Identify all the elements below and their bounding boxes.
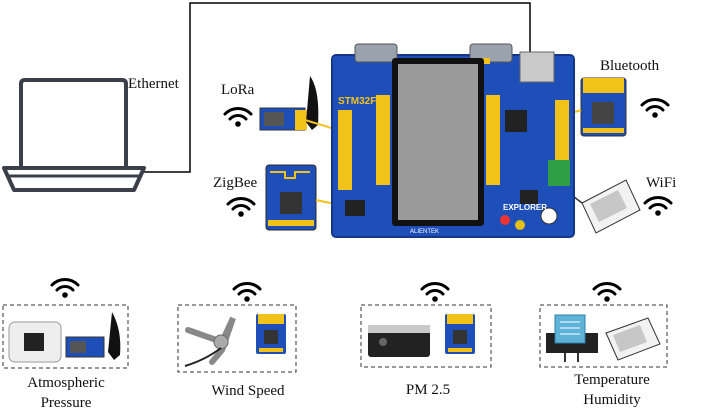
sensor-4-label-line2: Humidity bbox=[583, 392, 641, 408]
sensor-2-label: Wind Speed bbox=[211, 383, 285, 399]
lora-label: LoRa bbox=[221, 82, 255, 98]
bluetooth-module bbox=[564, 77, 627, 137]
sensor-3-label: PM 2.5 bbox=[406, 382, 450, 398]
pm25-sensor bbox=[368, 314, 475, 357]
stm32-board: STM32F4 EXPLORER ALIENTEK bbox=[331, 43, 575, 238]
board-explorer-label: EXPLORER bbox=[503, 203, 547, 212]
zigbee-label: ZigBee bbox=[213, 175, 257, 191]
atmospheric-sensor bbox=[8, 312, 121, 363]
sensor-4-label-line1: Temperature bbox=[574, 372, 650, 388]
zigbee-wifi-icon bbox=[226, 196, 256, 219]
zigbee-module bbox=[265, 164, 341, 231]
temperature-humidity-sensor bbox=[546, 314, 661, 362]
sensor-1-label-line1: Atmospheric bbox=[27, 375, 105, 391]
sensor-1-wifi-icon bbox=[50, 277, 80, 300]
ethernet-cable bbox=[130, 2, 531, 173]
wind-speed-sensor bbox=[184, 314, 286, 367]
wifi-wifi-icon bbox=[643, 195, 673, 218]
sensor-1-label-line2: Pressure bbox=[41, 395, 92, 411]
sensor-2-wifi-icon bbox=[232, 281, 262, 304]
board-title: STM32F4 bbox=[338, 96, 382, 107]
sensor-box-pm25 bbox=[360, 304, 492, 368]
sensor-box-atmospheric bbox=[2, 304, 129, 369]
bluetooth-label: Bluetooth bbox=[600, 58, 660, 74]
bluetooth-wifi-icon bbox=[640, 97, 670, 120]
lora-module bbox=[259, 76, 339, 131]
wifi-label: WiFi bbox=[646, 175, 676, 191]
sensor-box-wind-speed bbox=[177, 304, 297, 373]
sensor-3-wifi-icon bbox=[420, 281, 450, 304]
sensor-box-temperature bbox=[539, 304, 668, 368]
lora-wifi-icon bbox=[223, 106, 253, 129]
ethernet-label: Ethernet bbox=[128, 76, 180, 92]
board-bottom-label: ALIENTEK bbox=[410, 229, 439, 235]
sensor-4-wifi-icon bbox=[592, 281, 622, 304]
laptop-icon bbox=[2, 78, 146, 192]
wifi-module bbox=[564, 179, 641, 234]
